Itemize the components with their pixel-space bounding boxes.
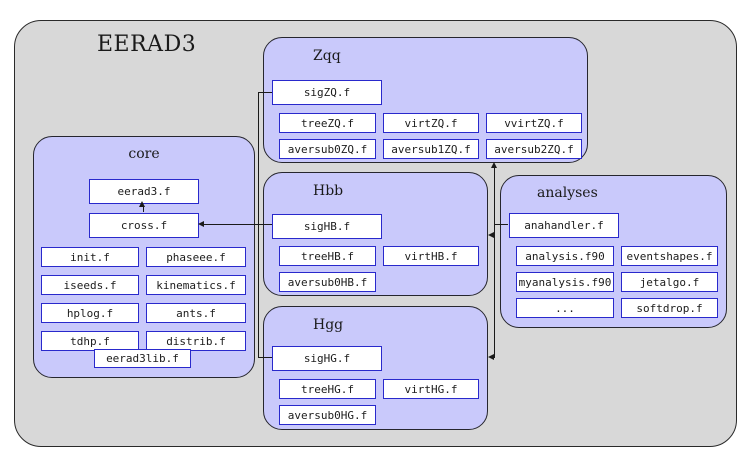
file-virtzq: virtZQ.f (383, 113, 479, 133)
file-init: init.f (41, 247, 139, 267)
module-hbb-title: Hbb (313, 183, 344, 199)
connector-analyses-vertical-line (494, 167, 495, 358)
connector-sig-vertical-line (258, 92, 259, 358)
file-kinematics: kinematics.f (146, 275, 246, 295)
file-jetalgo: jetalgo.f (621, 272, 718, 292)
diagram-title: EERAD3 (97, 32, 197, 57)
file-sigzq: sigZQ.f (272, 80, 382, 105)
file-aversub2zq: aversub2ZQ.f (486, 139, 582, 159)
arrowhead-into-eerad3 (139, 201, 145, 207)
file-cross: cross.f (89, 213, 199, 238)
module-core: core eerad3.f cross.f init.f phaseee.f i… (33, 136, 255, 378)
file-eerad3lib: eerad3lib.f (94, 349, 191, 368)
file-aversub0zq: aversub0ZQ.f (279, 139, 376, 159)
file-virthb: virtHB.f (383, 246, 479, 266)
file-aversub0hg: aversub0HG.f (279, 405, 376, 425)
file-sighb: sigHB.f (272, 214, 382, 239)
arrowhead-into-hgg (488, 354, 494, 360)
file-iseeds: iseeds.f (41, 275, 139, 295)
file-anahandler: anahandler.f (509, 213, 619, 238)
file-eerad3: eerad3.f (89, 179, 199, 204)
file-ellipsis: ... (516, 298, 614, 318)
module-zqq: Zqq sigZQ.f treeZQ.f virtZQ.f vvirtZQ.f … (263, 37, 588, 163)
connector-sighb-to-cross-line (204, 224, 272, 225)
module-analyses-title: analyses (537, 185, 598, 201)
file-treezq: treeZQ.f (279, 113, 376, 133)
module-zqq-title: Zqq (313, 48, 341, 64)
file-aversub1zq: aversub1ZQ.f (383, 139, 479, 159)
module-analyses: analyses anahandler.f analysis.f90 event… (500, 175, 727, 328)
connector-cross-to-eerad3-line (142, 207, 144, 212)
file-vvirtzq: vvirtZQ.f (486, 113, 582, 133)
module-hgg-title: Hgg (313, 317, 344, 333)
file-sighg: sigHG.f (272, 346, 382, 371)
file-myanalysis: myanalysis.f90 (516, 272, 614, 292)
file-virthg: virtHG.f (383, 379, 479, 399)
arrowhead-into-cross (198, 220, 204, 227)
file-tdhp: tdhp.f (41, 331, 139, 351)
module-hgg: Hgg sigHG.f treeHG.f virtHG.f aversub0HG… (263, 306, 488, 430)
file-treehb: treeHB.f (279, 246, 376, 266)
file-distrib: distrib.f (146, 331, 246, 351)
connector-anahandler-stub (494, 224, 508, 225)
module-hbb: Hbb sigHB.f treeHB.f virtHB.f aversub0HB… (263, 172, 488, 296)
file-treehg: treeHG.f (279, 379, 376, 399)
file-analysis: analysis.f90 (516, 246, 614, 266)
file-ants: ants.f (146, 303, 246, 323)
connector-sigzq-stub (258, 92, 272, 93)
connector-sighg-stub (258, 357, 272, 358)
arrowhead-into-zqq (490, 162, 497, 168)
file-softdrop: softdrop.f (621, 298, 718, 318)
file-hplog: hplog.f (41, 303, 139, 323)
module-core-title: core (128, 146, 160, 162)
file-phaseee: phaseee.f (146, 247, 246, 267)
file-eventshapes: eventshapes.f (621, 246, 718, 266)
arrowhead-into-hbb (488, 231, 494, 238)
file-aversub0hb: aversub0HB.f (279, 272, 376, 292)
